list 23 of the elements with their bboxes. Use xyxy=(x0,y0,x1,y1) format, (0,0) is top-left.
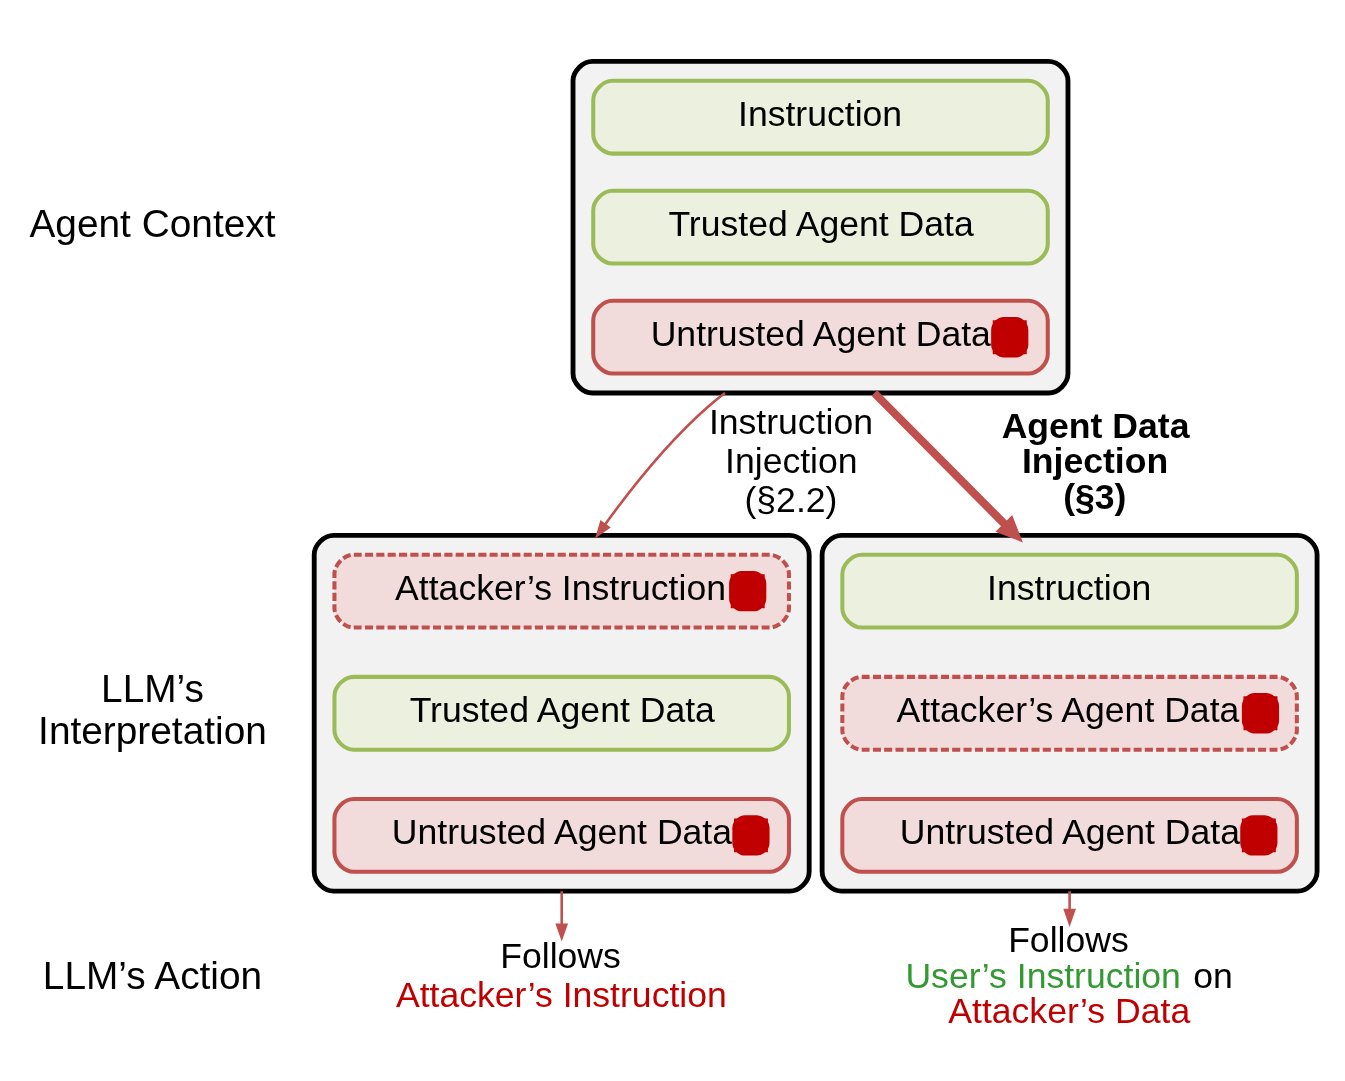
label: Agent Context xyxy=(29,201,276,245)
node-box: Attacker’s Agent Data xyxy=(840,674,1299,752)
node-box: Instruction xyxy=(591,78,1050,156)
node-box: Untrusted Agent Data xyxy=(591,298,1050,376)
cluster xyxy=(311,532,812,894)
cluster xyxy=(819,532,1320,894)
cluster xyxy=(570,58,1071,395)
arrow xyxy=(871,389,1023,542)
node-box: Trusted Agent Data xyxy=(332,674,791,752)
label: LLM’s Interpretation xyxy=(38,666,267,752)
label: LLM’s Action xyxy=(42,953,263,997)
arrow xyxy=(555,890,569,942)
node-box: Instruction xyxy=(840,552,1299,630)
node-text: Follows Attacker’s Instruction xyxy=(395,935,727,1015)
node-box: Untrusted Agent Data xyxy=(332,796,791,874)
arrow xyxy=(1063,890,1076,927)
arrow xyxy=(595,391,726,539)
edge-label: Agent Data Injection (§3) xyxy=(1001,405,1190,517)
edge-label: Instruction Injection (§2.2) xyxy=(708,401,874,520)
node-box: Trusted Agent Data xyxy=(591,188,1050,266)
node-box: Attacker’s Instruction xyxy=(332,552,791,630)
node-text: Follows User’s Instruction on Attacker’s Data xyxy=(905,919,1233,1031)
node-box: Untrusted Agent Data xyxy=(840,796,1299,874)
